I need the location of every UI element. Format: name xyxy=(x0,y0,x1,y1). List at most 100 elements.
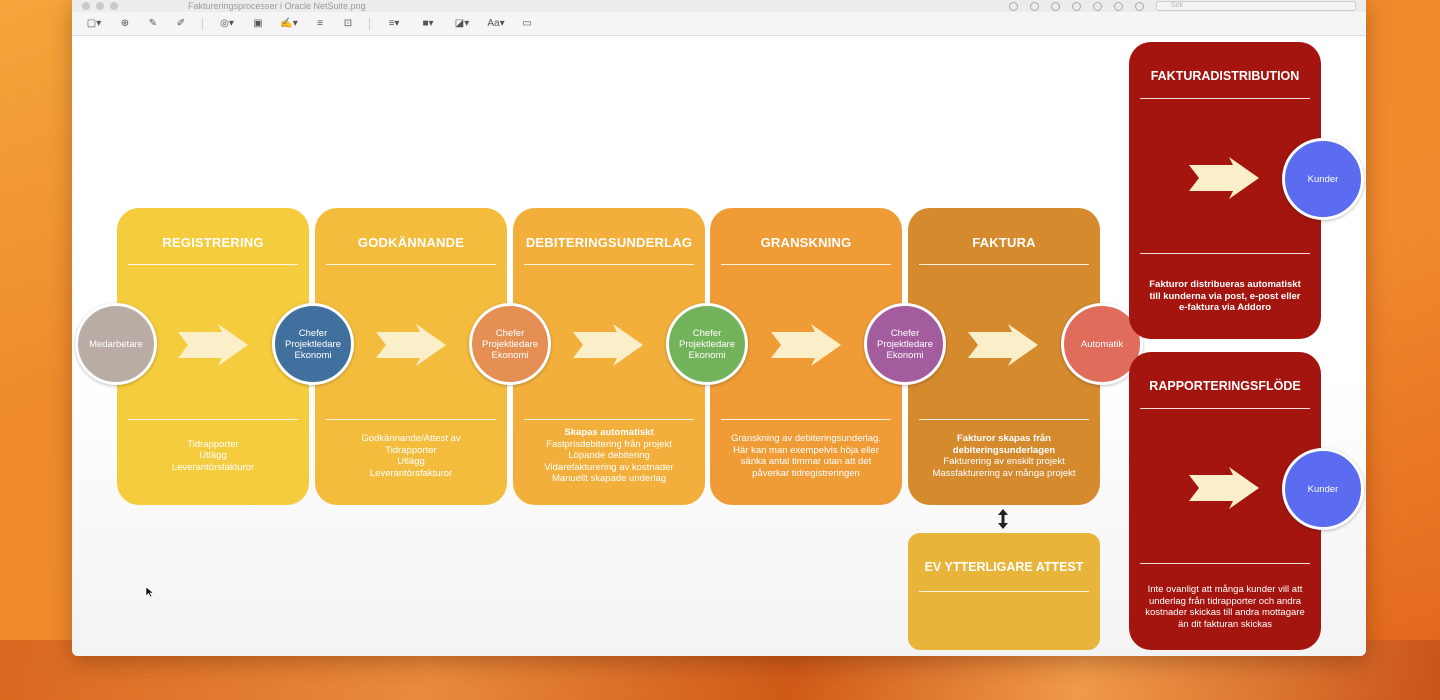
divider xyxy=(326,419,496,420)
selection-tool-icon[interactable]: ▢▾ xyxy=(86,18,102,29)
text-style-icon[interactable]: Aa▾ xyxy=(487,18,505,29)
zoom-button[interactable] xyxy=(110,2,118,10)
title-bar: Faktureringsprocesser i Oracle NetSuite.… xyxy=(72,0,1366,12)
minimize-button[interactable] xyxy=(96,2,104,10)
node-label: Chefer xyxy=(692,327,722,339)
sketch-icon[interactable]: ✎ xyxy=(148,18,158,29)
divider xyxy=(919,264,1089,265)
node-label: Kunder xyxy=(1307,173,1339,185)
markup-icon[interactable] xyxy=(1093,1,1102,11)
panel-title: RAPPORTERINGSFLÖDE xyxy=(1149,379,1301,393)
note-icon[interactable]: ≡ xyxy=(317,18,323,29)
crop-icon[interactable]: ⊡ xyxy=(343,18,353,29)
draw-icon[interactable]: ✐ xyxy=(176,18,186,29)
divider xyxy=(721,419,891,420)
divider xyxy=(128,264,298,265)
title-bar-actions: Sök xyxy=(1009,0,1356,12)
node-label: Chefer xyxy=(298,327,328,339)
flow-arrow-icon xyxy=(573,324,643,366)
node-label: Chefer xyxy=(495,327,525,339)
window-controls[interactable] xyxy=(82,2,118,10)
node-kunder-2: Kunder xyxy=(1282,448,1364,530)
flow-arrow-icon xyxy=(178,324,248,366)
shapes-icon[interactable]: ◎▾ xyxy=(220,18,234,29)
account-icon[interactable] xyxy=(1135,1,1144,11)
stage-description-line: Tidrapporter xyxy=(385,444,437,456)
stage-title: DEBITERINGSUNDERLAG xyxy=(525,235,693,250)
flow-arrow-icon xyxy=(376,324,446,366)
divider xyxy=(128,419,298,420)
toolbar-separator xyxy=(202,17,203,30)
node-label: Projektledare xyxy=(679,338,735,350)
node-label: Automatik xyxy=(1080,338,1124,350)
stage-description-line: Fastprisdebitering från projekt xyxy=(546,438,672,450)
stage-description-line: Leverantörsfakturor xyxy=(369,467,453,479)
toolbar-separator xyxy=(369,17,370,30)
divider xyxy=(326,264,496,265)
panel-description-line: till kunderna via post, e-post eller xyxy=(1149,290,1301,302)
info-icon[interactable] xyxy=(1009,1,1018,11)
search-input[interactable]: Sök xyxy=(1156,1,1356,11)
divider xyxy=(1140,98,1310,99)
stage-description: Fakturor skapas från debiteringsunderlag… xyxy=(916,433,1092,479)
divider xyxy=(524,419,694,420)
magnify-icon[interactable]: ⊕ xyxy=(120,18,130,29)
node-label: Ekonomi xyxy=(688,349,726,361)
flow-arrow-icon xyxy=(968,324,1038,366)
divider xyxy=(721,264,891,265)
node-label: Projektledare xyxy=(877,338,933,350)
node-kunder-1: Kunder xyxy=(1282,138,1364,220)
node-label: Projektledare xyxy=(285,338,341,350)
panel-description-line: e-faktura via Addoro xyxy=(1178,302,1272,313)
panel-description-line: kostnader skickas till andra mottagare xyxy=(1145,607,1305,618)
border-color-icon[interactable]: ■▾ xyxy=(422,18,434,29)
divider xyxy=(1140,253,1310,254)
text-box-icon[interactable]: ▣ xyxy=(253,18,263,29)
stage-description-line: sänka antal timmar utan att det xyxy=(740,456,872,467)
window-title: Faktureringsprocesser i Oracle NetSuite.… xyxy=(188,1,366,11)
stage-description-line: Här kan man exempelvis höja eller xyxy=(733,444,879,456)
stage-description: Granskning av debiteringsunderlag.Här ka… xyxy=(718,433,894,479)
stage-title: GODKÄNNANDE xyxy=(357,235,465,250)
divider xyxy=(1140,408,1310,409)
rotate-icon[interactable] xyxy=(1114,1,1123,11)
share-icon[interactable] xyxy=(1072,1,1081,11)
stage-description-line: Manuellt skapade underlag xyxy=(551,473,667,485)
divider xyxy=(1140,563,1310,564)
zoom-in-icon[interactable] xyxy=(1051,1,1060,11)
node-label: Ekonomi xyxy=(886,349,924,361)
node-label: Projektledare xyxy=(482,338,538,350)
annotate-icon[interactable]: ▭ xyxy=(522,18,532,29)
stage-title: FAKTURA xyxy=(972,235,1036,250)
divider xyxy=(919,419,1089,420)
markup-toolbar: ▢▾ ⊕ ✎ ✐ ◎▾ ▣ ✍▾ ≡ ⊡ ≡▾ ■▾ ◪▾ Aa▾ ▭ xyxy=(72,12,1366,36)
node-medarbetare: Medarbetare xyxy=(75,303,157,385)
zoom-out-icon[interactable] xyxy=(1030,1,1039,11)
node-label: Kunder xyxy=(1307,483,1339,495)
mouse-cursor-icon xyxy=(145,586,155,598)
stage-description-line: Löpande debitering xyxy=(568,450,650,462)
flow-arrow-icon xyxy=(1189,467,1259,509)
attest-box: EV YTTERLIGARE ATTEST xyxy=(908,533,1100,650)
stage-description-line: Utlägg xyxy=(199,450,227,462)
double-arrow-icon xyxy=(998,509,1008,529)
stage-description-line: påverkar tidregistreringen xyxy=(752,467,860,479)
stage-description-line: Fakturering av enskilt projekt xyxy=(943,456,1065,467)
attest-title: EV YTTERLIGARE ATTEST xyxy=(924,560,1084,574)
stage-description-line: Massfakturering av många projekt xyxy=(932,467,1076,479)
stage-title: GRANSKNING xyxy=(760,235,852,250)
sign-icon[interactable]: ✍▾ xyxy=(280,18,298,29)
panel-description-line: än dit fakturan skickas xyxy=(1178,618,1272,630)
fill-color-icon[interactable]: ◪▾ xyxy=(454,18,470,29)
flow-arrow-icon xyxy=(771,324,841,366)
stage-description-line: Leverantörsfakturor xyxy=(171,461,255,473)
close-button[interactable] xyxy=(82,2,90,10)
line-style-icon[interactable]: ≡▾ xyxy=(388,18,400,29)
